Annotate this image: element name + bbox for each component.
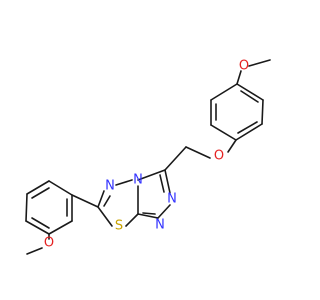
bond-ch2-triazole	[164, 146, 187, 171]
molecule-svg: O O N N N N S O	[25, 59, 271, 255]
bond-methyl-o-top	[248, 59, 271, 67]
lower-phenyl-ring	[25, 180, 73, 235]
atom-n-right-lower: N	[155, 218, 165, 233]
bond-o-bottom-methyl	[26, 247, 43, 255]
fused-heterocycle	[97, 169, 171, 227]
upper-phenyl-ring	[210, 83, 264, 141]
bond-o-ether-ch2	[185, 146, 211, 159]
atom-o-bottom: O	[44, 236, 54, 251]
bond-o-top-ring	[236, 70, 242, 85]
atom-n-right-upper: N	[167, 192, 177, 207]
molecule-structure-diagram: O O N N N N S O	[25, 58, 271, 255]
bond-thiadiazole-phenyl	[71, 194, 99, 208]
bond-ring-o-ether	[227, 139, 237, 153]
atom-n-left: N	[105, 179, 115, 194]
atom-o-ether: O	[214, 149, 224, 164]
atom-n-fused: N	[133, 173, 143, 188]
atom-o-top: O	[239, 59, 249, 74]
atom-s-ring: S	[115, 219, 123, 234]
